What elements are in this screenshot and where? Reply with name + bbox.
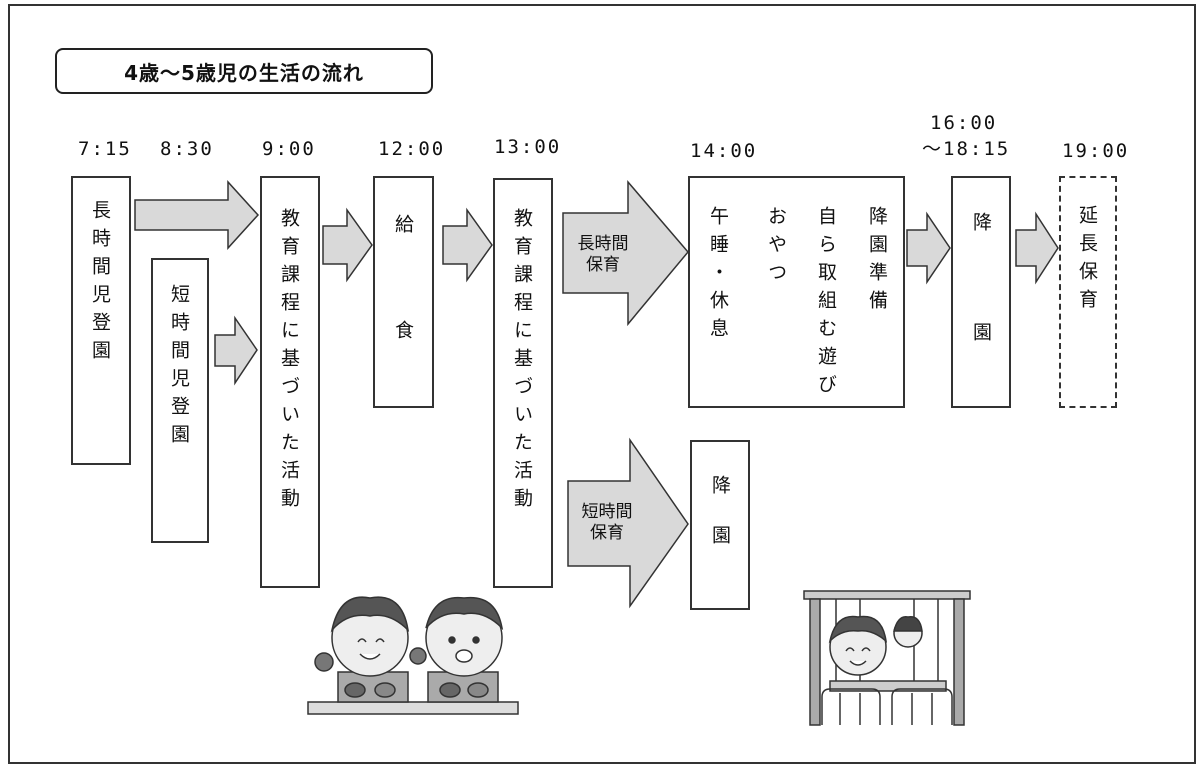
box-extended-care [1059, 176, 1117, 408]
label-lunch-1: 給 [392, 214, 414, 242]
children-lunch-illustration [307, 596, 519, 715]
label-snack: おやつ [765, 206, 787, 290]
arrow-short-care [567, 437, 689, 609]
label-curriculum-pm: 教育課程に基づいた活動 [511, 208, 533, 516]
arrow-curriculum-to-lunch [322, 207, 373, 283]
label-departure-short-2: 園 [709, 525, 731, 553]
box-long-arrival [71, 176, 131, 465]
box-afternoon [688, 176, 905, 408]
label-departure-short-1: 降 [709, 475, 731, 503]
time-label-1815: 〜18:15 [922, 138, 1011, 160]
time-label-0715: 7:15 [78, 138, 132, 160]
label-short-care: 短時間 保育 [581, 502, 633, 543]
time-label-0830: 8:30 [160, 138, 214, 160]
label-departure-late-2: 園 [970, 322, 992, 350]
time-label-1300: 13:00 [494, 136, 562, 158]
children-departure-illustration [803, 590, 971, 726]
arrow-long-to-curriculum [134, 180, 260, 250]
label-prep: 降園準備 [866, 206, 888, 318]
label-play: 自ら取組む遊び [815, 206, 837, 402]
time-label-1400: 14:00 [690, 140, 758, 162]
arrow-departure-to-extended [1015, 211, 1059, 285]
label-extended-care: 延長保育 [1076, 205, 1098, 317]
box-departure-late [951, 176, 1011, 408]
label-curriculum-am: 教育課程に基づいた活動 [278, 208, 300, 516]
page-frame [8, 4, 1196, 764]
time-label-0900: 9:00 [262, 138, 316, 160]
arrow-short-to-curriculum [214, 315, 258, 386]
box-lunch [373, 176, 434, 408]
time-label-1600: 16:00 [930, 112, 998, 134]
arrow-long-care [562, 179, 689, 327]
box-short-arrival [151, 258, 209, 543]
time-label-1900: 19:00 [1062, 140, 1130, 162]
label-departure-late-1: 降 [970, 212, 992, 240]
label-nap: 午睡・休息 [707, 206, 729, 346]
arrow-afternoon-to-departure [906, 211, 951, 285]
label-lunch-2: 食 [392, 320, 414, 348]
arrow-lunch-to-curriculum [442, 207, 493, 283]
time-label-1200: 12:00 [378, 138, 446, 160]
box-curriculum-am [260, 176, 320, 588]
box-curriculum-pm [493, 178, 553, 588]
label-short-arrival: 短時間児登園 [168, 284, 190, 452]
page-title: 4歳〜5歳児の生活の流れ [55, 48, 433, 94]
box-departure-short [690, 440, 750, 610]
label-long-care: 長時間 保育 [577, 234, 629, 275]
label-long-arrival: 長時間児登園 [89, 200, 111, 368]
